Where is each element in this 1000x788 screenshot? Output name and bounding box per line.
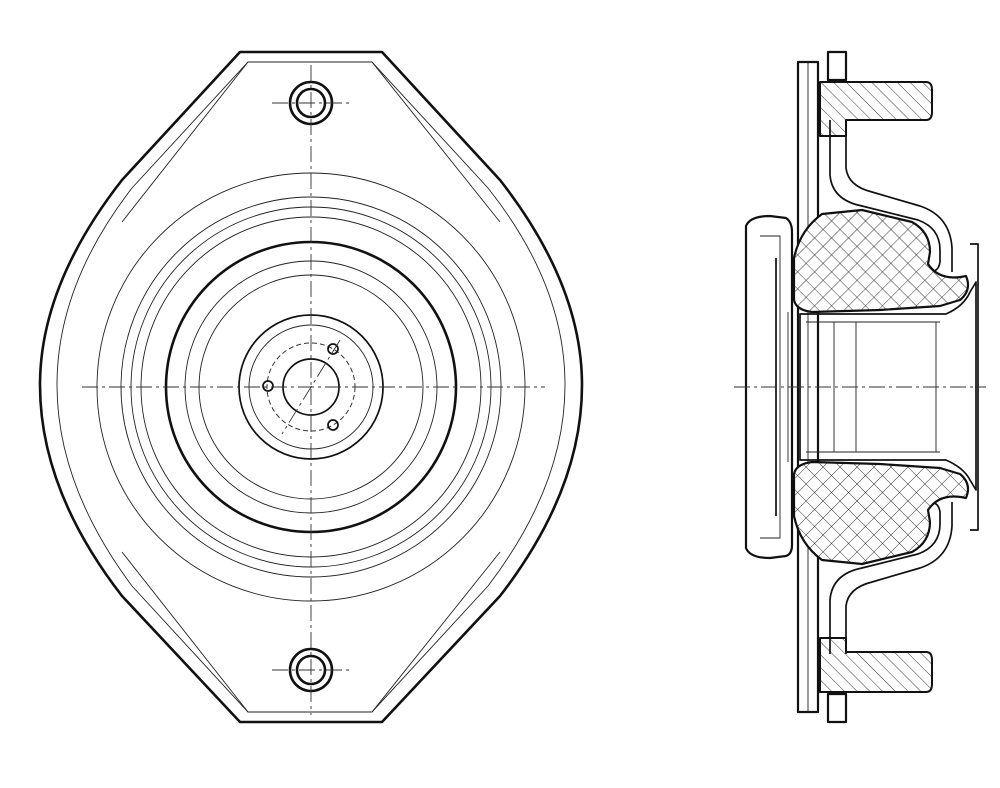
mounting-hole-bottom-inner [295,654,327,686]
chamfer-line [121,61,249,223]
pin-hole [327,419,339,431]
flange-outline [38,50,584,724]
rubber-element-bottom [792,460,970,566]
bearing-cap-inner [760,235,781,539]
front-view [38,50,584,724]
flange-lip-top [826,50,848,82]
chamfer-line [371,61,501,223]
cup-profile-top-inner [845,120,953,272]
stud-bottom [819,637,933,693]
inner-sleeve [799,281,977,491]
centerline-diagonal [281,339,341,435]
mounting-hole-top-inner [295,87,327,119]
chamfer-line [371,551,501,713]
rubber-element-top [792,208,970,314]
cup-profile-bottom-inner [845,502,953,654]
chamfer-line [121,551,249,713]
pin-hole [327,343,339,355]
pin-hole [262,380,274,392]
flange-lip-bottom [826,692,848,724]
section-view [734,50,986,724]
stud-top [819,81,933,137]
